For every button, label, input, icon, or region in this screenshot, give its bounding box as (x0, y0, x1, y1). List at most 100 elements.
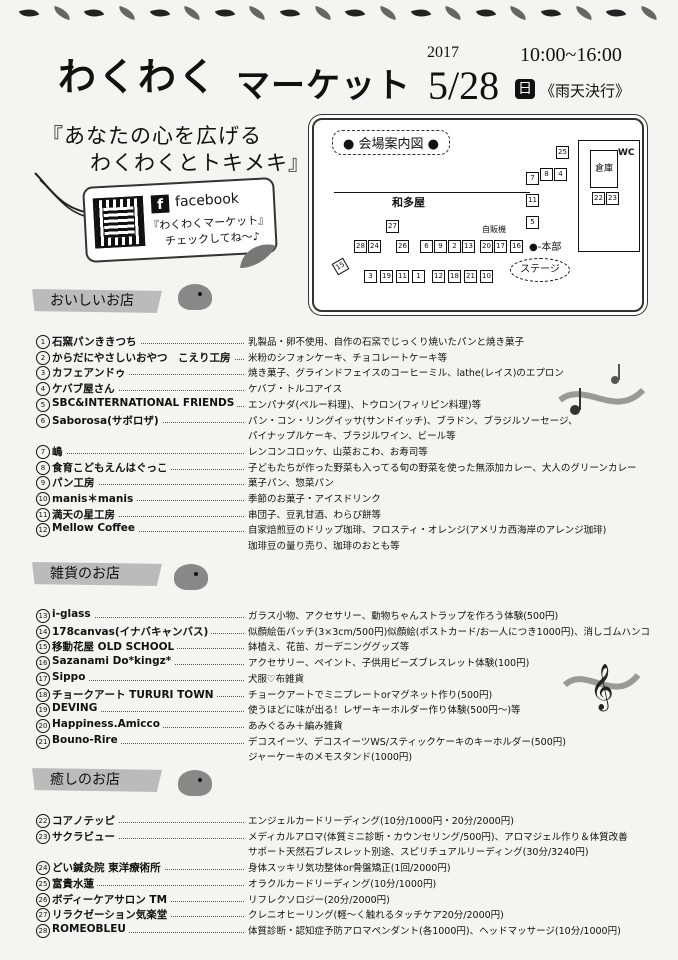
booth[interactable]: 13 (462, 240, 475, 253)
facebook-label[interactable]: facebook (174, 190, 240, 211)
shop-name: 富貴水蓮 (52, 875, 97, 891)
booth[interactable]: 4 (554, 168, 567, 181)
booth[interactable]: 7 (526, 172, 539, 185)
shop-number-badge: 4 (36, 382, 50, 397)
shop-name: 石窯パンききつち (52, 334, 140, 349)
leaf-icon (606, 5, 627, 21)
booth-25[interactable]: 25 (556, 146, 569, 159)
booth[interactable]: 2 (448, 240, 461, 253)
shop-number-badge: 19 (36, 703, 50, 718)
booth[interactable]: 12 (432, 270, 445, 283)
booth[interactable]: 9 (434, 240, 447, 253)
shop-row[interactable]: サポート天然石ブレスレット別途、スピリチュアルリーディング(30分/3240円) (36, 844, 656, 859)
booth[interactable]: 21 (464, 270, 477, 283)
booth[interactable]: 26 (396, 240, 409, 253)
booth[interactable]: 8 (540, 168, 553, 181)
leaf-icon (279, 5, 301, 21)
leaf-icon (573, 5, 594, 21)
stage-area[interactable]: ステージ (510, 258, 570, 282)
booth[interactable]: 6 (420, 240, 433, 253)
shop-description: リフレクソロジー(20分/2000円) (248, 894, 390, 906)
booth[interactable]: 18 (448, 270, 461, 283)
shop-row[interactable]: ジャーケーキのメモスタンド(1000円) (36, 749, 656, 764)
booth[interactable]: 16 (510, 240, 523, 253)
leader-dots (52, 475, 244, 486)
shop-row[interactable]: パイナップルケーキ、ブラジルワイン、ビール等 (36, 428, 656, 443)
booth[interactable]: 1 (412, 270, 425, 283)
shop-number-badge: 6 (36, 413, 50, 428)
shop-name: 嶋 (52, 443, 66, 459)
shop-description: 使うほどに味が出る！レザーキーホルダー作り体験(500円～)等 (248, 705, 521, 717)
shop-description: ケバブ・トルコアイス (248, 384, 343, 396)
booth[interactable]: 19 (380, 270, 393, 283)
shop-description: 犬服♡布雑貨 (248, 673, 305, 685)
booth[interactable]: 24 (368, 240, 381, 253)
leaf-icon (312, 5, 333, 21)
shop-number-badge: 1 (36, 335, 50, 349)
booth-22[interactable]: 22 (592, 192, 605, 205)
leader-dots (52, 608, 244, 618)
booth[interactable]: 5 (526, 216, 539, 229)
shop-row[interactable]: 珈琲豆の量り売り、珈琲のおとも等 (36, 538, 656, 553)
leader-dots (52, 507, 244, 517)
day-of-week-badge: 日 (515, 79, 535, 99)
booth[interactable]: 28 (354, 240, 367, 253)
shop-description: 珈琲豆の量り売り、珈琲のおとも等 (248, 541, 400, 553)
hq-label: ●-本部 (529, 242, 562, 253)
tagline-line2: わくわくとトキメキ』 (90, 151, 310, 175)
title-market: マーケット (236, 66, 411, 106)
shop-number-badge: 11 (36, 507, 50, 522)
shop-name: 178canvas(イナバキャンバス) (52, 623, 212, 639)
booth[interactable]: 11 (526, 194, 539, 207)
shop-name: サクラビュー (52, 828, 118, 844)
booth[interactable]: 10 (480, 270, 493, 283)
booth-23[interactable]: 23 (606, 192, 619, 205)
shop-name: ボディーケアサロン TM (52, 891, 171, 907)
leaf-icon (638, 5, 659, 21)
shop-description: 串団子、豆乳甘酒、わらび餅等 (248, 509, 382, 521)
booth[interactable]: 17 (494, 240, 507, 253)
leaf-icon (410, 5, 431, 21)
booth-27[interactable]: 27 (386, 220, 399, 233)
shop-name: ROMEOBLEU (52, 922, 129, 935)
leaf-deco-icon (240, 244, 276, 268)
shop-name: Bouno-Rire (52, 733, 121, 746)
shop-name: i-glass (52, 608, 94, 620)
booth[interactable]: 11 (396, 270, 409, 283)
booth-15[interactable]: 15 (331, 257, 350, 276)
leaf-icon (508, 5, 529, 21)
qr-code-icon[interactable] (92, 195, 146, 249)
booth[interactable]: 3 (364, 270, 377, 283)
booth[interactable]: 20 (480, 240, 493, 253)
shop-description: 子どもたちが作った野菜も入ってる旬の野菜を使った無添加カレー、大人のグリーンカレ… (248, 462, 637, 474)
shop-description: チョークアートでミニプレートorマグネット作り(500円) (248, 689, 493, 701)
